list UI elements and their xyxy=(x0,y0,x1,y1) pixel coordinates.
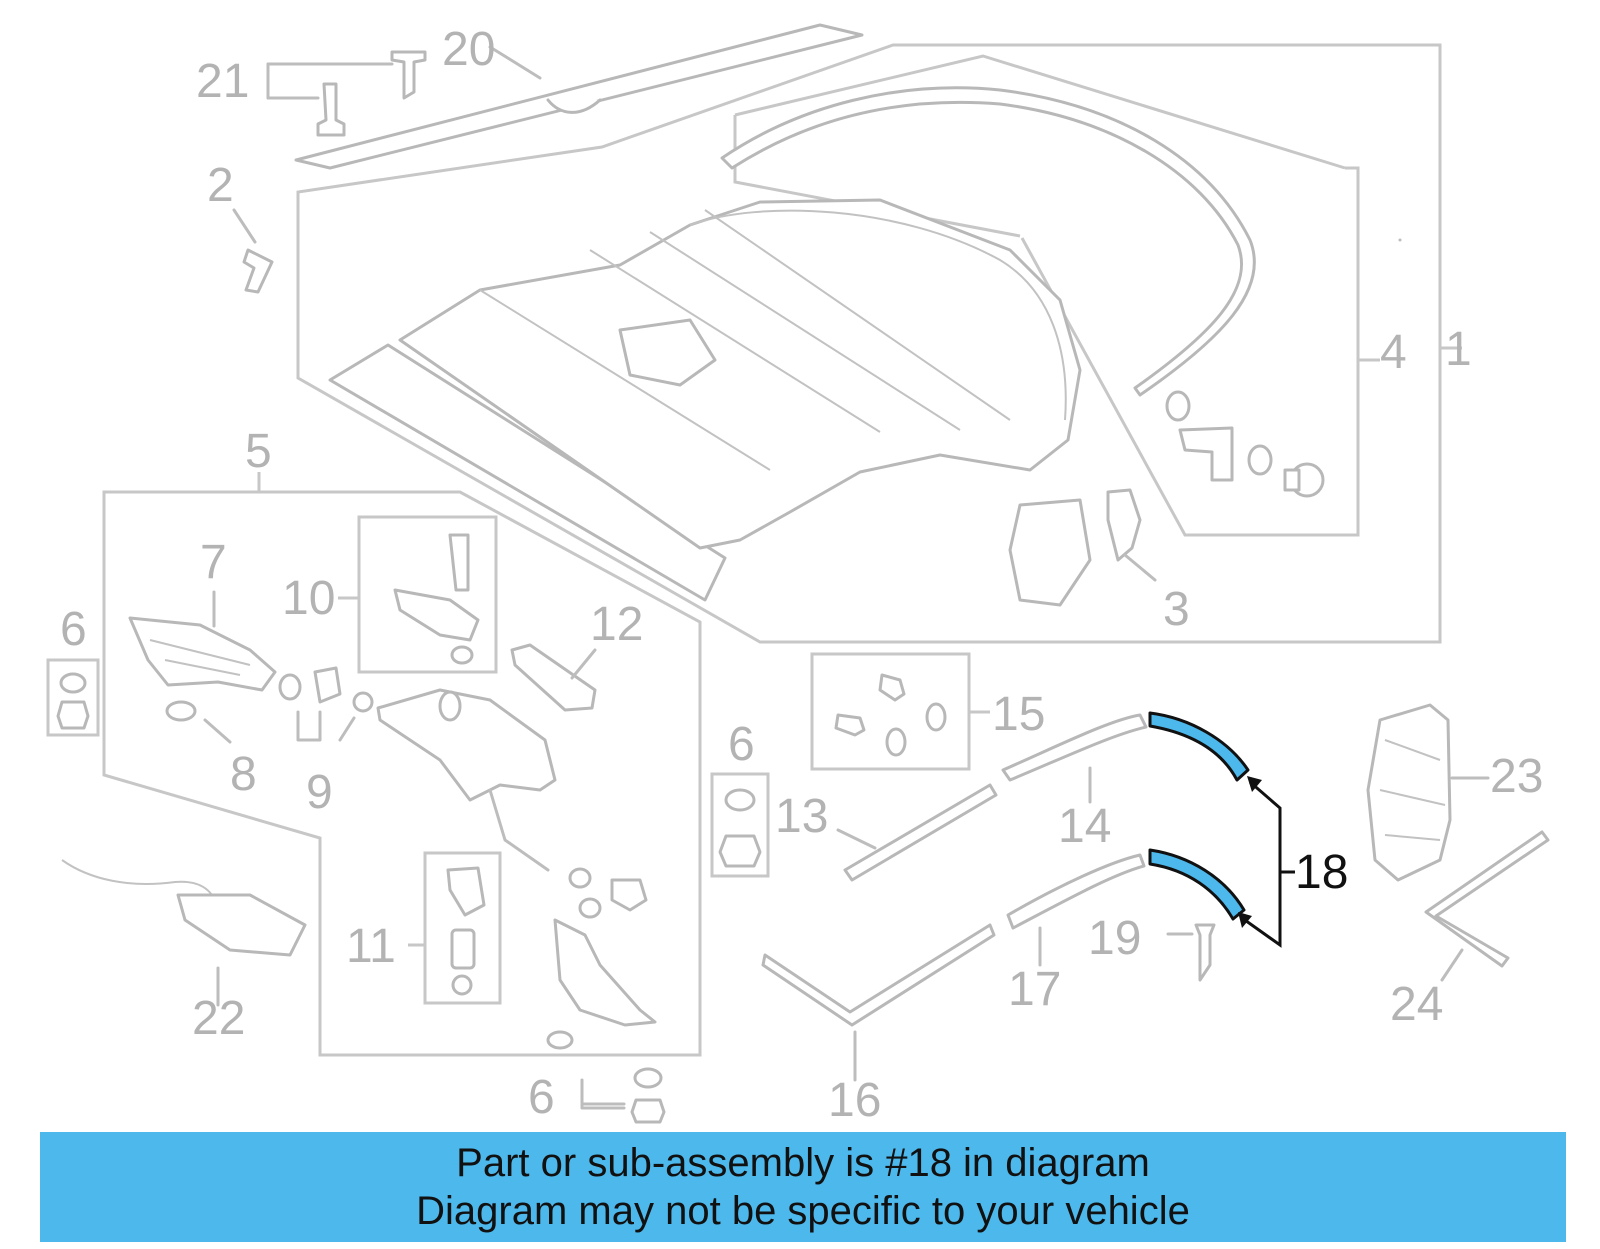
part-12-bracket xyxy=(510,643,597,712)
label-4: 4 xyxy=(1380,326,1407,379)
callout-labels: 1 2 3 4 5 6 6 6 7 8 9 10 11 12 13 14 15 … xyxy=(60,23,1543,1127)
part-11-box xyxy=(408,851,502,1005)
label-21: 21 xyxy=(196,55,249,108)
label-14: 14 xyxy=(1058,800,1111,853)
label-12: 12 xyxy=(590,598,643,651)
part-18-upper-seal xyxy=(1148,711,1250,782)
banner-line-1: Part or sub-assembly is #18 in diagram xyxy=(456,1141,1150,1185)
part-13-seal xyxy=(836,783,998,882)
part-23-motor-housing xyxy=(1366,703,1490,882)
label-9: 9 xyxy=(306,766,333,819)
part-9-fasteners xyxy=(278,666,374,742)
label-8: 8 xyxy=(230,748,257,801)
info-banner: Part or sub-assembly is #18 in diagram D… xyxy=(40,1132,1566,1242)
label-1: 1 xyxy=(1445,323,1472,376)
part-14-seal xyxy=(1001,713,1148,804)
label-15: 15 xyxy=(992,688,1045,741)
part-16-seal xyxy=(761,923,996,1082)
assembly-5-outline xyxy=(102,472,702,1057)
label-6-left: 6 xyxy=(60,603,87,656)
soft-top-frame xyxy=(328,198,1142,607)
label-10: 10 xyxy=(282,572,335,625)
label-24: 24 xyxy=(1390,978,1443,1031)
assembly-1-outline xyxy=(296,43,1462,644)
part-4-rail xyxy=(720,86,1325,498)
label-3: 3 xyxy=(1163,583,1190,636)
part-7-hinge-bracket xyxy=(128,590,277,692)
label-6-middle: 6 xyxy=(728,718,755,771)
label-23: 23 xyxy=(1490,750,1543,803)
banner-line-2: Diagram may not be specific to your vehi… xyxy=(416,1189,1190,1233)
part-24-rod xyxy=(1424,830,1550,982)
part-6-left xyxy=(46,658,100,737)
part-15-box xyxy=(810,652,990,771)
label-5: 5 xyxy=(245,425,272,478)
part-18-lower-seal xyxy=(1148,848,1246,921)
label-18: 18 xyxy=(1295,846,1348,899)
label-11: 11 xyxy=(346,920,396,973)
part-5-hinge-assembly xyxy=(376,688,657,1050)
part-21-fasteners xyxy=(266,50,427,137)
part-8-washer xyxy=(165,700,232,744)
label-17: 17 xyxy=(1008,963,1061,1016)
part-3-leader xyxy=(1123,553,1157,582)
part-6-bottom xyxy=(580,1067,666,1124)
label-2: 2 xyxy=(207,159,234,212)
part-20-header-bar xyxy=(294,23,864,170)
part-19-clip xyxy=(1166,923,1216,982)
part-18-highlighted-seals xyxy=(1148,711,1295,948)
part-6-middle xyxy=(710,772,770,878)
part-10-box xyxy=(338,515,498,674)
part-2-bolt xyxy=(232,208,274,294)
part-22-sensor xyxy=(61,859,307,1007)
label-16: 16 xyxy=(828,1074,881,1127)
label-6-bottom: 6 xyxy=(528,1071,555,1124)
label-20: 20 xyxy=(442,23,495,76)
part-17-seal xyxy=(1006,853,1146,967)
label-13: 13 xyxy=(775,790,828,843)
label-22: 22 xyxy=(192,992,245,1045)
label-19: 19 xyxy=(1088,912,1141,965)
label-7: 7 xyxy=(200,536,227,589)
